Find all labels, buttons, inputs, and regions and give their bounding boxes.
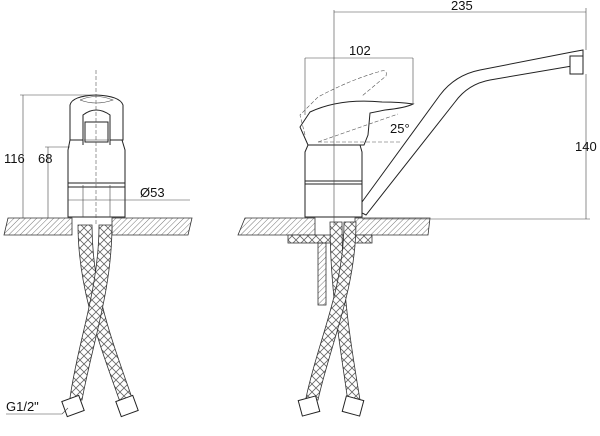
dim-diameter-label: Ø53 [140,185,165,200]
threaded-stud [317,242,327,306]
dim-140-label: 140 [575,139,597,154]
dimension-diameter: Ø53 [68,185,190,201]
hoses-front [61,224,139,418]
side-view: 25° 235 102 140 [237,0,597,417]
countertop-left [3,217,193,236]
faucet-body-front [67,94,126,218]
dim-angle-label: 25° [390,121,410,136]
dim-235-label: 235 [451,0,473,13]
dimension-140: 140 [362,74,597,220]
hose-nut-right [115,394,139,418]
dim-thread-label: G1/2" [6,399,39,414]
hoses-side [297,221,365,417]
dimension-68: 68 [38,146,70,218]
hose-nut-left [61,394,85,418]
dimension-116: 116 [4,94,96,218]
dim-116-label: 116 [4,151,25,166]
dimension-thread: G1/2" [6,399,69,415]
dimension-102: 102 [304,43,414,115]
faucet-body-side [299,49,584,218]
dim-68-label: 68 [38,151,52,166]
countertop-right [237,217,431,236]
front-view: 116 68 Ø53 G1/2" [3,70,193,418]
dimension-235: 235 [334,0,587,50]
dim-102-label: 102 [349,43,371,58]
